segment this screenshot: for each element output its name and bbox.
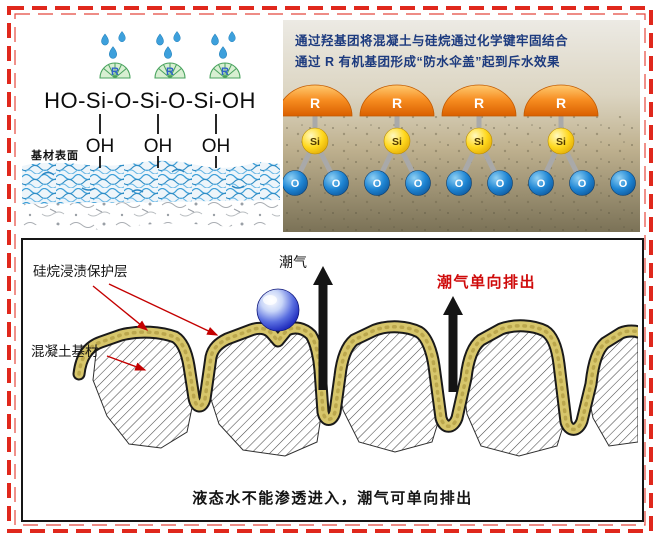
water-droplet-icon [163,46,173,59]
o-atom-label: O [455,178,464,190]
substrate-surface-label: 基材表面 [28,147,82,163]
rain-umbrella-icon: R [99,30,131,79]
protective-layer-label: 硅烷浸渍保护层 [33,264,128,279]
oxygen-atoms: O O O O O O O O O [283,170,636,196]
r-group-label: R [310,95,320,111]
cross-section-svg [72,266,638,457]
o-atom-label: O [291,178,300,190]
water-droplet-icon [101,33,109,46]
si-atom-label: Si [556,136,566,148]
water-droplet-icon [218,46,228,59]
r-group-label: R [556,95,566,111]
water-droplet-icon [173,30,181,43]
one-way-discharge-label: 潮气单向排出 [437,274,537,291]
silanol-bonding-panel: R R R HO-Si-O-Si-O-Si-OH [22,20,280,232]
mechanism-caption: 通过羟基团将混凝土与硅烷通过化学键牢固结合 通过 R 有机基团形成“防水伞盖”起… [295,31,568,73]
caption-line-1: 通过羟基团将混凝土与硅烷通过化学键牢固结合 [295,34,569,48]
water-droplet-icon [156,33,164,46]
substrate-texture [22,160,280,230]
hydroxyl-label: OH [86,136,115,157]
r-group-label: R [392,95,402,111]
o-atom-label: O [332,178,341,190]
moisture-label: 潮气 [279,254,307,270]
o-atom-label: O [537,178,546,190]
o-atom-label: O [373,178,382,190]
o-atom-label: O [496,178,505,190]
siloxane-network-panel: R R R R Si Si Si Si [283,20,640,232]
si-atom-label: Si [310,136,320,148]
r-group-label: R [111,66,119,78]
water-droplet-icon [108,46,118,59]
r-group-label: R [221,66,229,78]
moisture-ball-icon [256,288,300,332]
caption-line-2: 通过 R 有机基团形成“防水伞盖”起到斥水效果 [295,55,560,69]
si-atom-label: Si [474,136,484,148]
leader-to-coating-1 [92,285,149,331]
siloxane-formula: HO-Si-O-Si-O-Si-OH [44,88,256,113]
si-oh-bond-lines [99,114,217,134]
concrete-substrate-label: 混凝土基材 [31,344,99,359]
rain-umbrella-icon: R [209,30,241,79]
water-droplet-icon [228,30,236,43]
rain-umbrella-icon: R [154,30,186,79]
hydroxyl-label: OH [144,136,173,157]
hydroxyl-label: OH [202,136,231,157]
r-group-label: R [166,66,174,78]
cross-section-panel: 硅烷浸渍保护层 潮气 潮气单向排出 混凝土基材 液态水不能渗透进入，潮气可单向排… [21,238,644,522]
o-atom-label: O [619,178,628,190]
water-droplet-icon [118,30,126,43]
o-atom-label: O [578,178,587,190]
bottom-caption: 液态水不能渗透进入，潮气可单向排出 [192,490,473,507]
si-atom-label: Si [392,136,402,148]
water-droplet-icon [211,33,219,46]
o-atom-label: O [414,178,423,190]
silanol-diagram-svg: R R R HO-Si-O-Si-O-Si-OH [22,30,280,230]
r-group-label: R [474,95,484,111]
